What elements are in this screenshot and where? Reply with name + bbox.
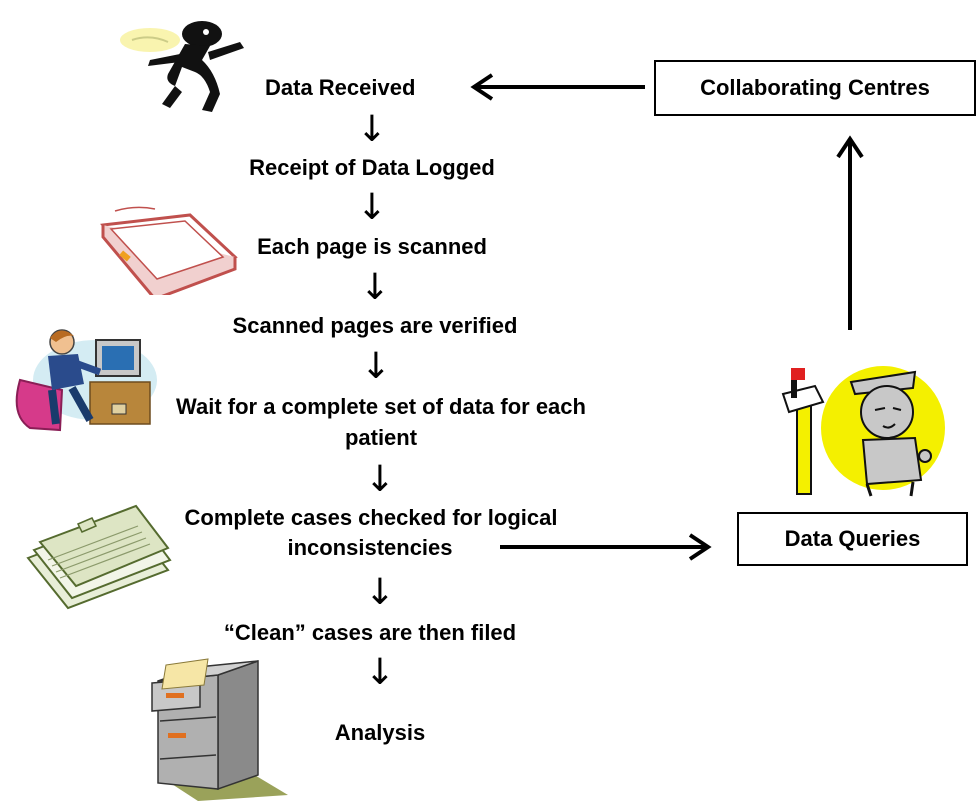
data-queries-box: Data Queries: [737, 512, 968, 566]
collaborating-centres-box: Collaborating Centres: [654, 60, 976, 116]
down-arrow-6: ↓: [364, 572, 396, 613]
down-arrow-1: ↓: [356, 109, 388, 150]
down-arrow-7: ↓: [364, 652, 396, 693]
arrowhead-up: [836, 135, 864, 159]
step-pages-verified: Scanned pages are verified: [232, 313, 518, 338]
step-complete-cases-line2: inconsistencies: [287, 535, 453, 560]
arrowhead-left: [470, 73, 494, 101]
step-wait-complete-line2: patient: [344, 425, 418, 450]
arrowhead-right: [688, 533, 712, 561]
down-arrow-2: ↓: [356, 187, 388, 228]
computer-worker-icon: [15, 329, 157, 432]
papers-icon: [26, 504, 172, 610]
scanner-icon: [100, 206, 238, 295]
collaborating-centres-label: Collaborating Centres: [700, 75, 930, 100]
step-page-scanned: Each page is scanned: [257, 234, 487, 259]
down-arrow-4: ↓: [360, 346, 392, 387]
step-complete-cases-line1: Complete cases checked for logical: [184, 505, 558, 530]
down-arrow-5: ↓: [364, 459, 396, 500]
data-queries-label: Data Queries: [784, 526, 921, 551]
step-wait-complete-line1: Wait for a complete set of data for each: [176, 394, 586, 419]
mailbox-man-icon: [781, 366, 945, 497]
down-arrow-3: ↓: [359, 267, 391, 308]
filing-cabinet-icon: [151, 658, 288, 801]
jumping-figure-icon: [120, 21, 244, 112]
step-receipt-logged: Receipt of Data Logged: [249, 155, 495, 180]
step-clean-filed: “Clean” cases are then filed: [223, 620, 517, 645]
step-data-received: Data Received: [265, 75, 416, 100]
step-analysis: Analysis: [334, 720, 426, 745]
